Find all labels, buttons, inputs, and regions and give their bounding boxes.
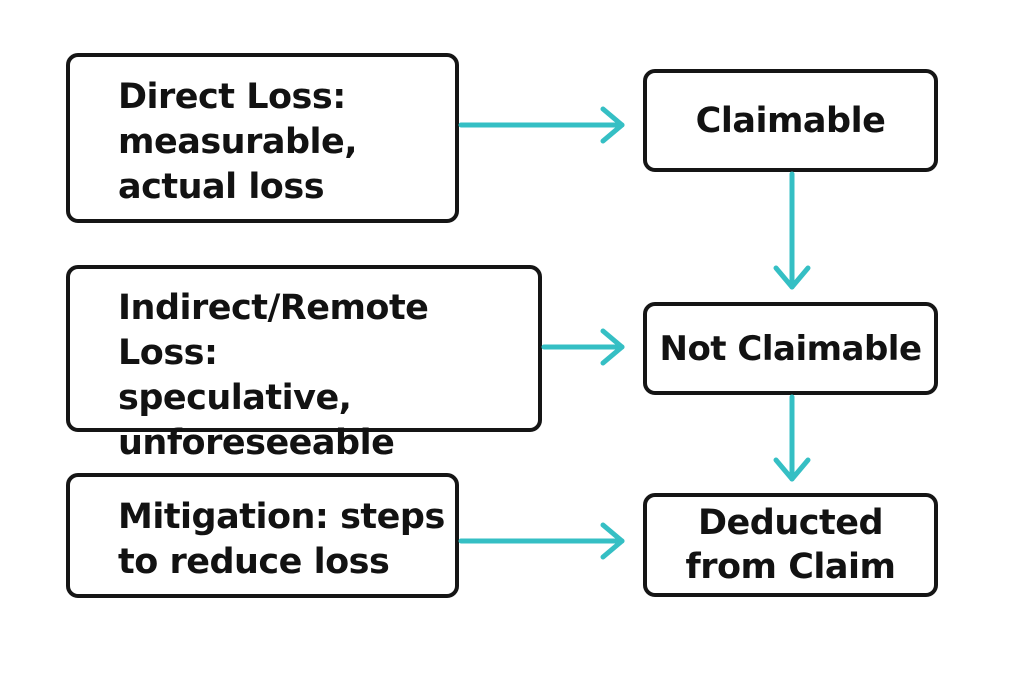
box-mitigation-text: Mitigation: steps to reduce loss	[118, 497, 445, 582]
box-deducted-from-claim: Deducted from Claim	[643, 493, 938, 597]
box-direct-loss: Direct Loss: measurable, actual loss	[66, 53, 459, 223]
arrow-direct-to-claimable	[458, 106, 625, 144]
box-indirect-remote-loss-text: Indirect/Remote Loss: speculative, unfor…	[118, 288, 429, 463]
arrow-indirect-to-not-claimable	[541, 328, 625, 366]
box-claimable: Claimable	[643, 69, 938, 172]
box-mitigation: Mitigation: steps to reduce loss	[66, 473, 459, 598]
box-indirect-remote-loss: Indirect/Remote Loss: speculative, unfor…	[66, 265, 542, 463]
box-not-claimable: Not Claimable	[643, 302, 938, 395]
box-not-claimable-text: Not Claimable	[659, 328, 922, 369]
box-deducted-from-claim-text: Deducted from Claim	[685, 503, 896, 587]
arrow-not-claimable-to-deducted	[773, 394, 811, 482]
box-direct-loss-text: Direct Loss: measurable, actual loss	[118, 77, 358, 207]
arrow-claimable-to-not-claimable	[773, 171, 811, 290]
box-claimable-text: Claimable	[695, 100, 886, 141]
arrow-mitigation-to-deducted	[458, 522, 625, 560]
